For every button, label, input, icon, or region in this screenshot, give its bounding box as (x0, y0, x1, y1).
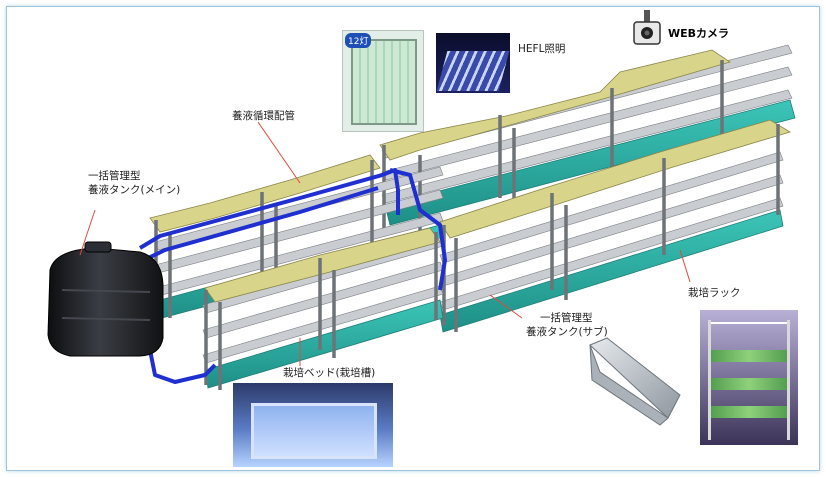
hefl-lighting-label: HEFL照明 (518, 43, 566, 55)
leader-lines (79, 121, 691, 366)
circulation-piping-label: 養液循環配管 (232, 110, 295, 122)
circulation-piping (138, 168, 447, 384)
sub-tank-gutter (589, 337, 681, 426)
main-nutrient-tank (47, 241, 164, 357)
hefl-lamp-photo (436, 33, 510, 93)
sub-tank-label-1: 一括管理型 (540, 312, 593, 324)
rack-group-right (439, 119, 791, 333)
rack-group-front (202, 227, 444, 390)
cultivation-rack-photo (700, 310, 798, 445)
led-panel-photo: 12灯 (342, 30, 424, 132)
webcam-icon (633, 10, 661, 45)
cultivation-bed-label: 栽培ベッド(栽培槽) (283, 367, 376, 379)
cultivation-rack-label: 栽培ラック (688, 287, 741, 299)
cultivation-bed-photo (233, 383, 393, 467)
main-tank-label-2: 養液タンク(メイン) (88, 184, 181, 196)
main-tank-label-1: 一括管理型 (88, 170, 141, 182)
web-camera-label: WEBカメラ (668, 27, 730, 40)
sub-tank-label-2: 養液タンク(サブ) (526, 326, 608, 338)
rack-group-back (379, 44, 796, 232)
panel-badge: 12灯 (345, 33, 372, 48)
